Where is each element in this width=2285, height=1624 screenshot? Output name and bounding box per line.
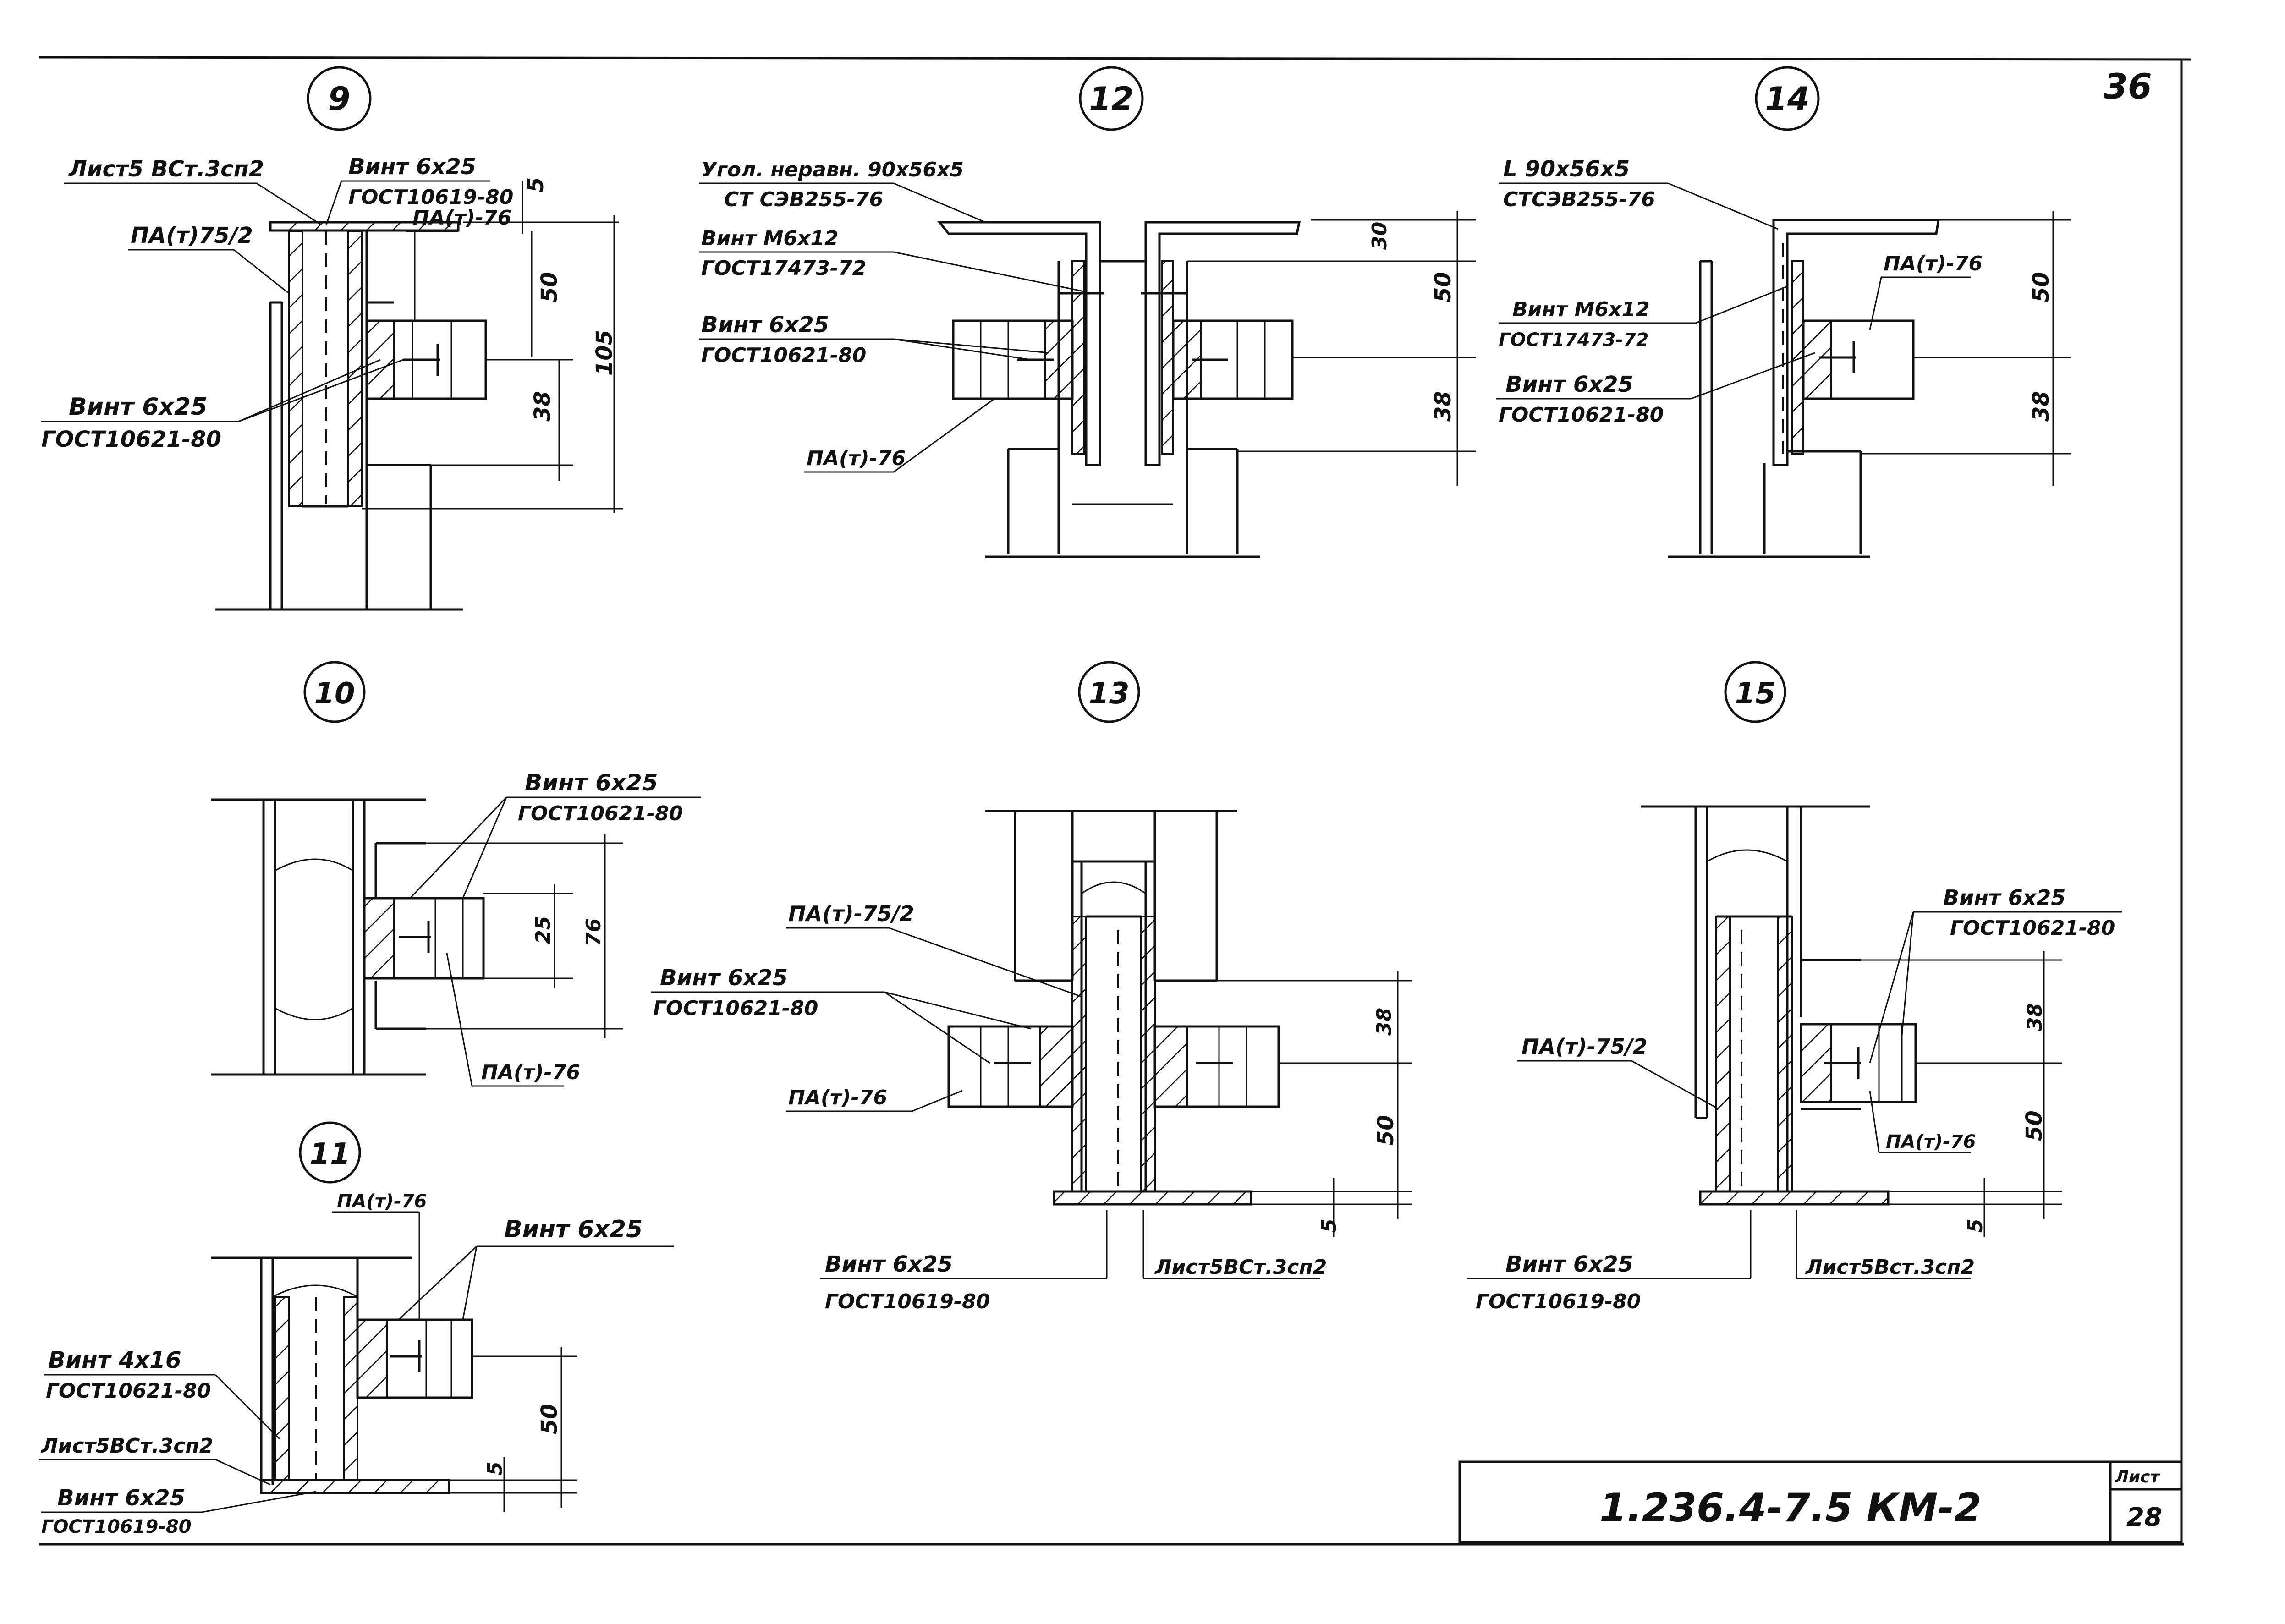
d12-dim-38: 38 [1430,391,1456,422]
d15-sheet-label: Лист5Вст.3сп2 [1805,1256,1975,1279]
d12-pa76-label: ПА(т)-76 [807,447,906,470]
d11-screw625b-label: Винт 6х25 [57,1485,185,1511]
detail-15-number: 15 [1735,677,1775,711]
d13-screw625-label: Винт 6х25 [660,965,788,991]
d14-gost10621-label: ГОСТ10621-80 [1499,403,1664,427]
d13-gost10619-label: ГОСТ10619-80 [825,1290,990,1313]
d9-dim-105: 105 [592,330,617,376]
d15-screw625-label: Винт 6х25 [1943,885,2065,910]
d13-pa752-label: ПА(т)-75/2 [788,901,914,926]
detail-9-marker [307,66,372,131]
detail-12: 12 30 50 [699,66,1476,558]
d15-gost10621-label: ГОСТ10621-80 [1950,916,2115,940]
detail-12-marker [1079,66,1144,131]
d13-dim-50: 50 [1373,1115,1399,1146]
sheet-label: Лист [2115,1468,2160,1487]
d14-m6-label: Винт М6х12 [1512,298,1650,321]
page-number: 36 [2104,66,2152,107]
d15-pa76-label: ПА(т)-76 [1886,1131,1976,1152]
d14-screw625-label: Винт 6х25 [1505,372,1633,397]
detail-15: 15 38 50 5 Винт 6х25 ГОСТ10621-80 [1467,661,2122,1313]
sheet-number: 28 [2126,1503,2162,1532]
d13-pa76-label: ПА(т)-76 [788,1086,887,1109]
detail-14-number: 14 [1765,80,1809,118]
detail-13-number: 13 [1088,677,1129,711]
d13-dim-5: 5 [1318,1218,1341,1233]
detail-13: 13 38 50 5 ПА( [651,661,1412,1313]
d11-gost10619-label: ГОСТ10619-80 [41,1516,192,1537]
d9-pa76-label: ПА(т)-76 [412,206,511,230]
detail-11: 11 50 5 ПА(т)-76 Винт 6х25 Винт 4х16 [39,1121,674,1537]
d14-angle-label: L 90х56х5 [1503,156,1630,182]
d9-sheet-label: Лист5 ВСт.3сп2 [68,156,264,182]
d15-dim-5: 5 [1964,1218,1987,1233]
d9-screw625b-label: Винт 6х25 [69,393,207,421]
sheet-frame [38,56,2191,1546]
d11-dim-5: 5 [483,1461,507,1476]
detail-10-number: 10 [314,677,355,711]
detail-11-marker [299,1121,361,1184]
detail-10-marker [303,661,366,723]
detail-14: 14 50 38 L 90х56х5 СТСЭВ255-76 Винт М6х1… [1496,66,2071,558]
d14-pa76-label: ПА(т)-76 [1884,252,1983,275]
d12-dim-50: 50 [1430,272,1456,302]
d10-dim-76: 76 [582,918,605,946]
detail-15-marker [1724,661,1786,723]
d12-dim-30: 30 [1368,222,1391,250]
d9-gost10621-label: ГОСТ10621-80 [41,427,221,452]
d11-screw416-label: Винт 4х16 [48,1347,181,1373]
detail-13-marker [1078,661,1140,723]
d12-st-label: СТ СЭВ255-76 [724,188,883,211]
d11-sheet-label: Лист5ВСт.3сп2 [40,1434,213,1458]
detail-9: 9 5 50 38 105 Лист5 [41,66,623,611]
detail-11-number: 11 [309,1137,350,1171]
d15-screw625b-label: Винт 6х25 [1505,1251,1633,1277]
d12-m6-label: Винт М6х12 [701,227,839,250]
d12-gost10621-label: ГОСТ10621-80 [701,344,866,367]
d15-dim-50: 50 [2021,1110,2047,1141]
title-block: 1.236.4-7.5 КМ-2 Лист 28 [1458,1460,2183,1543]
d14-dim-50: 50 [2028,272,2054,302]
d15-dim-38: 38 [2023,1003,2047,1031]
d9-dim-50: 50 [537,272,562,302]
d14-st-label: СТСЭВ255-76 [1503,188,1655,211]
d13-gost10621-label: ГОСТ10621-80 [653,997,818,1020]
d11-pa76-label: ПА(т)-76 [337,1191,427,1212]
d10-dim-25: 25 [532,916,555,944]
detail-14-marker [1755,66,1820,131]
d12-angle-label: Угол. неравн. 90х56х5 [701,158,964,181]
d9-dim-5: 5 [523,177,549,192]
d15-gost10619-label: ГОСТ10619-80 [1476,1290,1641,1313]
d14-dim-38: 38 [2028,391,2054,422]
d9-screw-label: Винт 6х25 [348,154,476,180]
d9-dim-38: 38 [530,391,555,422]
d9-pa752-label: ПА(т)75/2 [131,223,253,248]
d12-screw625-label: Винт 6х25 [701,312,829,338]
d13-screw625b-label: Винт 6х25 [825,1251,953,1277]
detail-10: 10 25 76 Винт 6х25 ГОСТ10621-80 ПА( [211,661,701,1087]
document-code: 1.236.4-7.5 КМ-2 [1599,1485,1982,1531]
d10-pa76-label: ПА(т)-76 [481,1061,580,1084]
d10-screw-label: Винт 6х25 [525,769,658,796]
d9-gost10619-label: ГОСТ10619-80 [348,186,513,209]
detail-9-number: 9 [328,80,351,118]
d11-screw625-label: Винт 6х25 [504,1216,643,1243]
d11-gost10621-label: ГОСТ10621-80 [46,1379,211,1403]
detail-12-number: 12 [1089,80,1133,118]
d13-sheet-label: Лист5ВСт.3сп2 [1154,1256,1327,1279]
d13-dim-38: 38 [1373,1008,1396,1036]
d15-pa752-label: ПА(т)-75/2 [1522,1034,1648,1059]
d14-gost17473-label: ГОСТ17473-72 [1499,329,1649,351]
d12-gost17473-label: ГОСТ17473-72 [701,257,866,280]
d10-gost-label: ГОСТ10621-80 [518,802,683,825]
d11-dim-50: 50 [537,1404,562,1434]
